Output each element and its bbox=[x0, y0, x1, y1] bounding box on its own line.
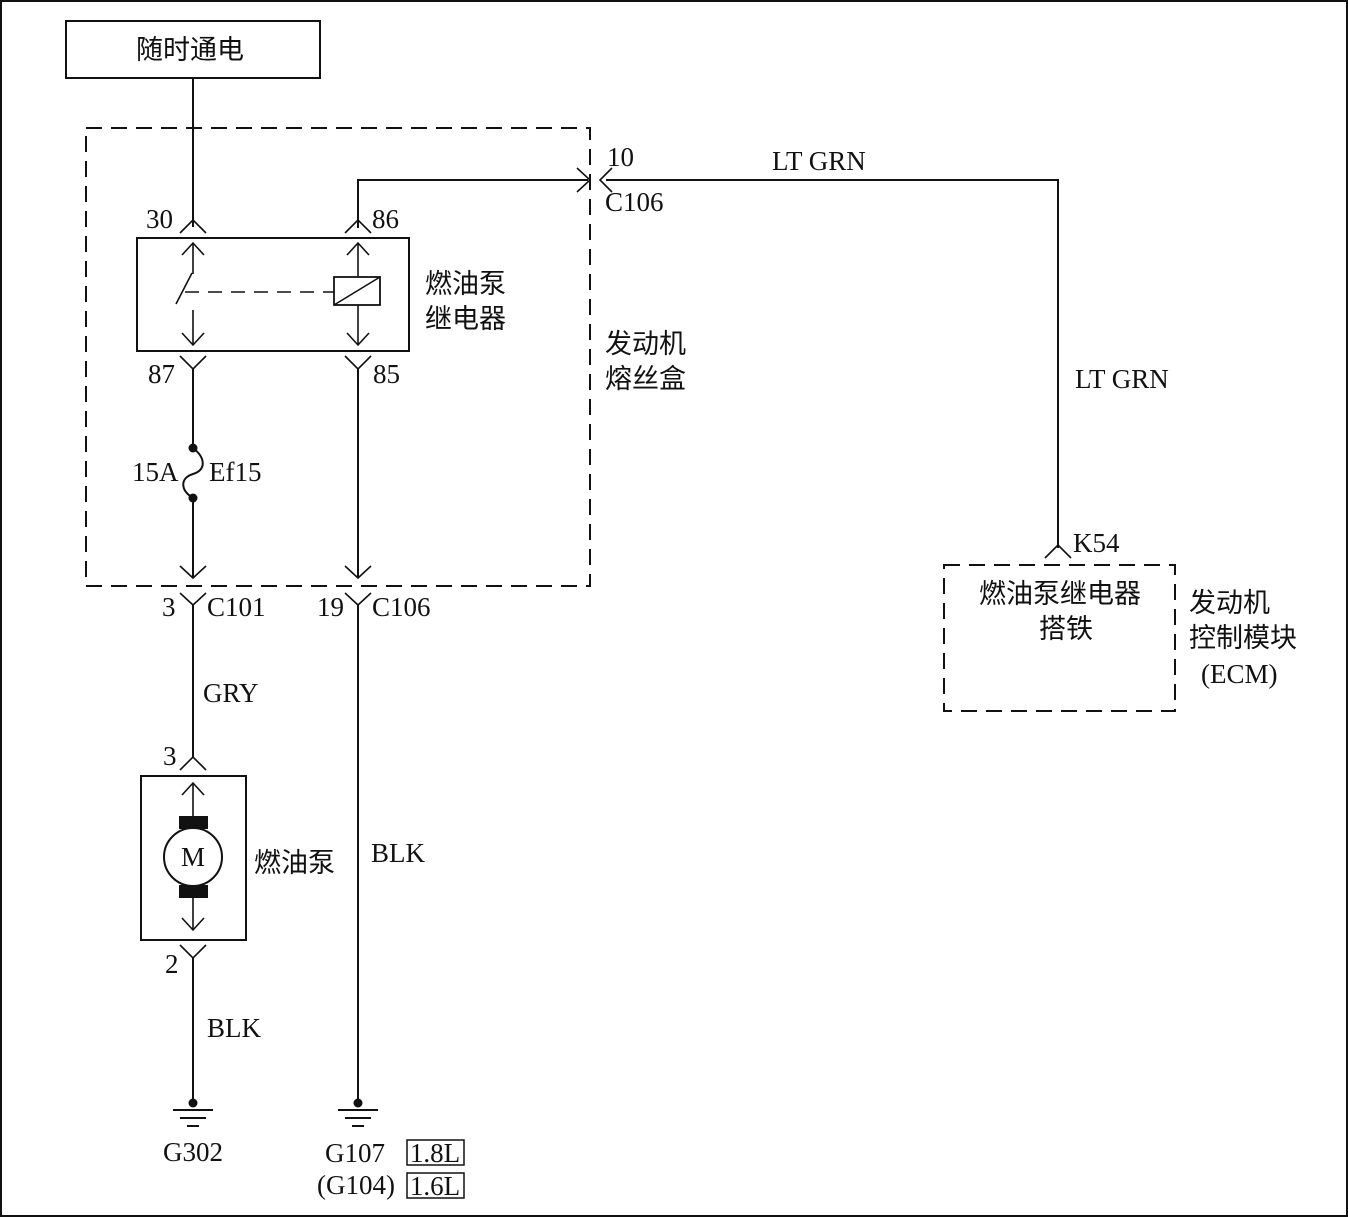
c101-pin: 3 bbox=[162, 592, 176, 622]
fuse-rating: 15A bbox=[132, 457, 179, 487]
lt-grn-label-side: LT GRN bbox=[1075, 364, 1169, 394]
pump-blk-label: BLK bbox=[207, 1013, 262, 1043]
relay-name-line2: 继电器 bbox=[425, 304, 506, 335]
ground-g302: G302 bbox=[163, 1137, 223, 1167]
pump-pin-3-terminal bbox=[179, 755, 207, 771]
fuse-name: Ef15 bbox=[209, 457, 261, 487]
engine-1-8l: 1.8L bbox=[410, 1138, 460, 1168]
power-source: 随时通电 bbox=[65, 20, 321, 79]
lt-grn-wire bbox=[606, 179, 1059, 548]
fuel-pump bbox=[140, 775, 247, 941]
relay-name-line1: 燃油泵 bbox=[425, 269, 506, 300]
c106-pin-10: 10 bbox=[607, 142, 634, 172]
fuse-ef15 bbox=[182, 443, 204, 503]
engine-fuse-box-outline bbox=[85, 127, 591, 587]
pin-30-terminal bbox=[179, 218, 207, 234]
c106-bottom-name: C106 bbox=[372, 592, 431, 622]
relay-pin-87: 87 bbox=[148, 359, 175, 389]
relay-pin-30: 30 bbox=[146, 204, 173, 234]
ecm-title-line3: (ECM) bbox=[1201, 659, 1278, 689]
motor-label: M bbox=[181, 842, 205, 872]
c106-top-arrow bbox=[576, 167, 592, 193]
right-blk-label: BLK bbox=[371, 838, 426, 868]
fuel-pump-relay bbox=[136, 237, 410, 352]
ground-symbol-g107 bbox=[338, 1098, 378, 1127]
pin-85-terminal bbox=[344, 355, 372, 371]
ecm-outline bbox=[943, 564, 1176, 712]
lt-grn-label-top: LT GRN bbox=[772, 146, 866, 176]
ecm-function-line2: 搭铁 bbox=[1039, 614, 1093, 645]
relay-pin-86: 86 bbox=[372, 204, 399, 234]
power-source-label: 随时通电 bbox=[136, 35, 244, 66]
fuse-box-title-line2: 熔丝盒 bbox=[605, 364, 686, 395]
c101-name: C101 bbox=[207, 592, 266, 622]
pump-pin-2-terminal bbox=[179, 944, 207, 960]
ecm-pin-k54: K54 bbox=[1073, 528, 1120, 558]
c101-connector bbox=[179, 592, 207, 607]
pump-pin-bottom: 2 bbox=[165, 949, 179, 979]
c106-pin-19: 19 bbox=[317, 592, 344, 622]
c106-bottom-connector bbox=[344, 592, 372, 607]
ground-g107: G107 bbox=[325, 1138, 385, 1168]
pump-pin-top: 3 bbox=[163, 741, 177, 771]
engine-1-8l-box bbox=[406, 1139, 465, 1166]
ecm-function-line1: 燃油泵继电器 bbox=[979, 579, 1141, 610]
pin-86-terminal bbox=[344, 218, 372, 234]
engine-1-6l: 1.6L bbox=[410, 1171, 460, 1201]
ecm-pin-terminal bbox=[1044, 543, 1072, 559]
ground-g104: (G104) bbox=[317, 1170, 395, 1200]
ecm-title-line1: 发动机 bbox=[1189, 588, 1270, 619]
pump-name: 燃油泵 bbox=[254, 848, 335, 879]
ecm-title-line2: 控制模块 bbox=[1189, 623, 1297, 654]
ground-symbol-g302 bbox=[173, 1098, 213, 1127]
c106-top-name: C106 bbox=[605, 187, 664, 217]
fuse-box-title-line1: 发动机 bbox=[605, 329, 686, 360]
relay-86-to-c106-wire bbox=[357, 179, 588, 228]
c106-top-connector bbox=[598, 167, 613, 193]
pin-87-terminal bbox=[179, 355, 207, 371]
relay-pin-85: 85 bbox=[373, 359, 400, 389]
engine-1-6l-box bbox=[406, 1172, 465, 1199]
gry-label: GRY bbox=[203, 678, 259, 708]
